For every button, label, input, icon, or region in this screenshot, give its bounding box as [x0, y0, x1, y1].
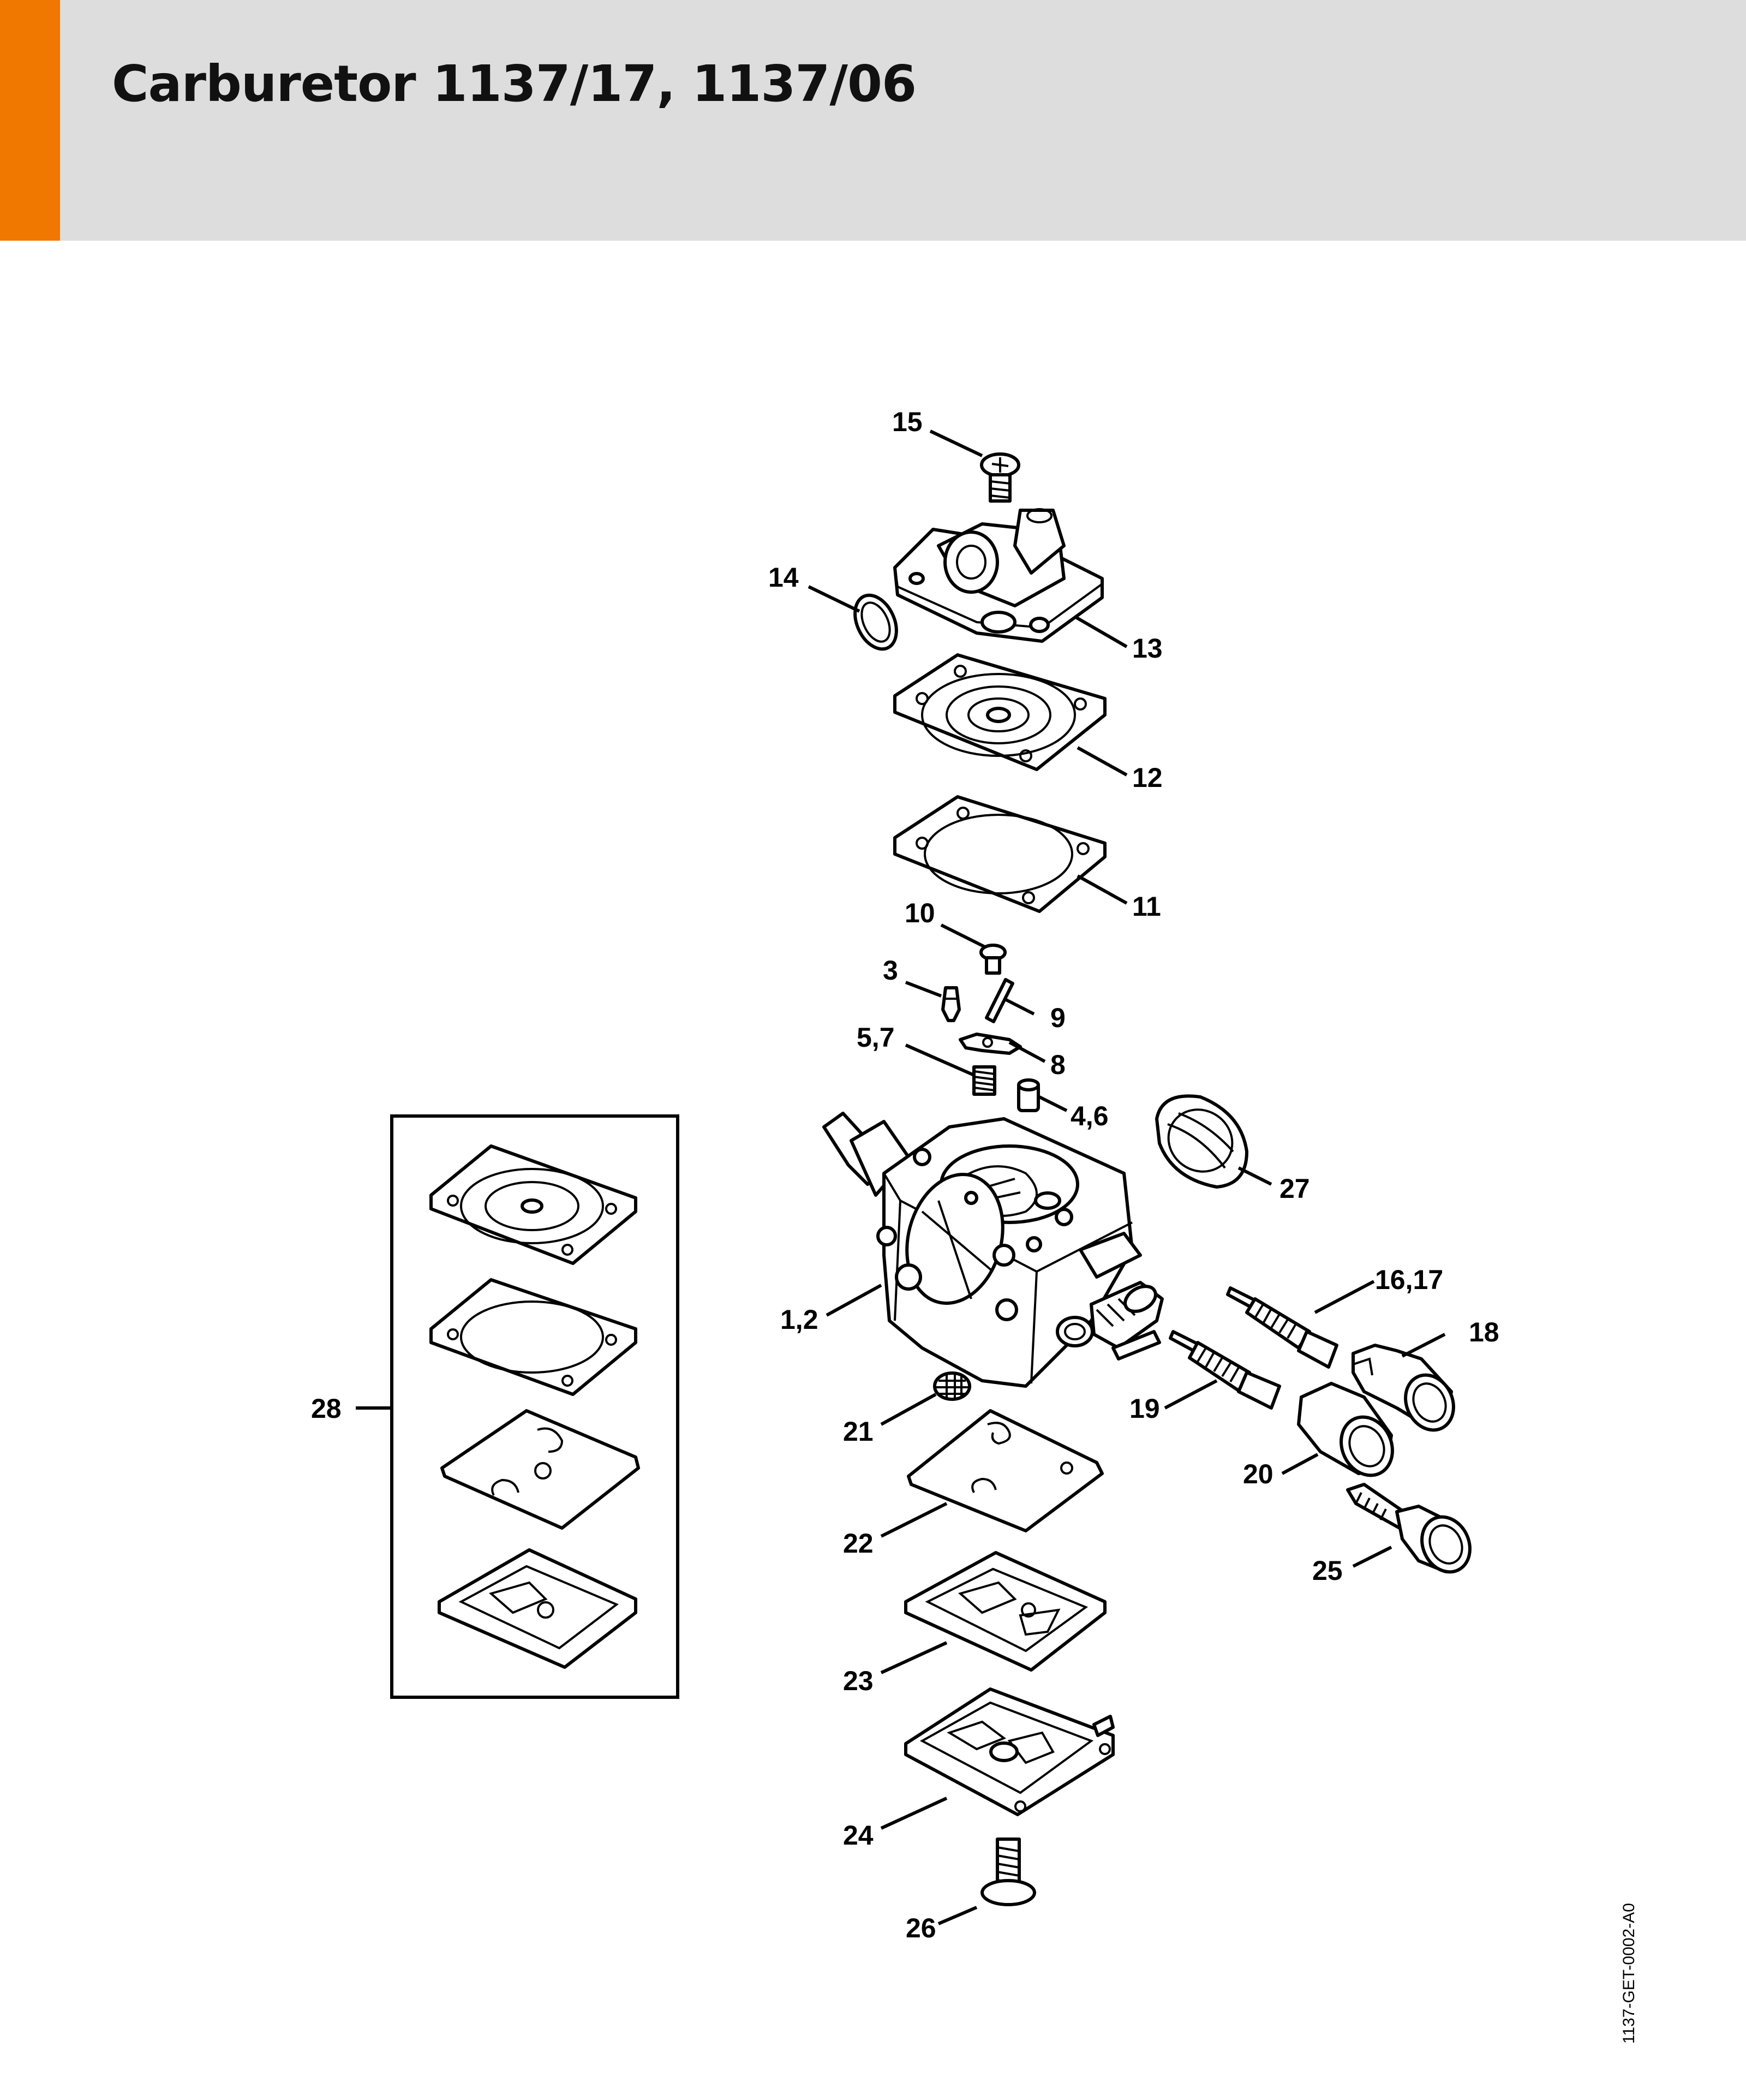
callout-14: 14: [768, 562, 799, 593]
document-code: 1137-GET-0002-A0: [1620, 1903, 1638, 2044]
part-26-screw[interactable]: [980, 1838, 1036, 1906]
part-14-o-ring[interactable]: [847, 589, 905, 656]
part-22-valve-diaphragm[interactable]: [907, 1409, 1104, 1532]
callout-5-7: 5,7: [857, 1022, 895, 1053]
callout-16-17: 16,17: [1375, 1264, 1443, 1295]
callout-20: 20: [1243, 1459, 1273, 1489]
part-9-pin[interactable]: [985, 978, 1014, 1023]
part-10-screw[interactable]: [979, 944, 1007, 975]
part-16-17-adjusting-screw[interactable]: [1226, 1286, 1338, 1369]
part-5-7-spring[interactable]: [972, 1065, 996, 1096]
part-27-cap[interactable]: [1155, 1094, 1248, 1189]
callout-3: 3: [883, 955, 898, 986]
part-19-adjusting-screw[interactable]: [1169, 1330, 1281, 1410]
part-1-2-carburetor-body[interactable]: [822, 1112, 1164, 1388]
callout-27: 27: [1279, 1173, 1310, 1204]
part-4-6-plug[interactable]: [1017, 1078, 1040, 1112]
callout-28: 28: [311, 1393, 342, 1424]
callout-1-2: 1,2: [780, 1304, 818, 1335]
part-20-limiter-cap[interactable]: [1297, 1382, 1402, 1484]
callout-10: 10: [905, 898, 935, 928]
callout-13: 13: [1132, 633, 1163, 664]
part-25-screw-with-cap[interactable]: [1346, 1483, 1479, 1580]
callout-12: 12: [1132, 762, 1163, 793]
callout-23: 23: [843, 1666, 874, 1696]
part-28-repair-kit[interactable]: [390, 1114, 679, 1699]
callout-4-6: 4,6: [1071, 1101, 1109, 1131]
callout-19: 19: [1129, 1393, 1160, 1424]
part-18-limiter-cap[interactable]: [1352, 1344, 1462, 1438]
callout-22: 22: [843, 1528, 874, 1559]
part-13-pump-cover[interactable]: [893, 508, 1104, 643]
part-12-diaphragm[interactable]: [893, 653, 1107, 771]
callout-25: 25: [1312, 1555, 1343, 1586]
callout-24: 24: [843, 1820, 874, 1851]
part-11-gasket[interactable]: [893, 795, 1107, 913]
callout-8: 8: [1050, 1049, 1066, 1080]
part-8-lever[interactable]: [959, 1033, 1022, 1055]
part-23-gasket[interactable]: [904, 1551, 1107, 1672]
part-21-strainer[interactable]: [933, 1371, 971, 1401]
part-3-inlet-needle[interactable]: [941, 986, 961, 1022]
callout-9: 9: [1050, 1003, 1066, 1033]
part-24-end-cover[interactable]: [904, 1687, 1115, 1816]
callout-26: 26: [906, 1913, 936, 1943]
callout-15: 15: [892, 407, 923, 437]
part-15-screw[interactable]: [980, 452, 1020, 503]
leader-lines: [356, 429, 1446, 1925]
orange-accent-bar: [0, 0, 60, 241]
header-bar: Carburetor 1137/17, 1137/06: [0, 0, 1746, 241]
callout-18: 18: [1469, 1317, 1499, 1347]
callout-21: 21: [843, 1416, 874, 1447]
page-title: Carburetor 1137/17, 1137/06: [112, 55, 917, 113]
callout-11: 11: [1132, 891, 1161, 922]
